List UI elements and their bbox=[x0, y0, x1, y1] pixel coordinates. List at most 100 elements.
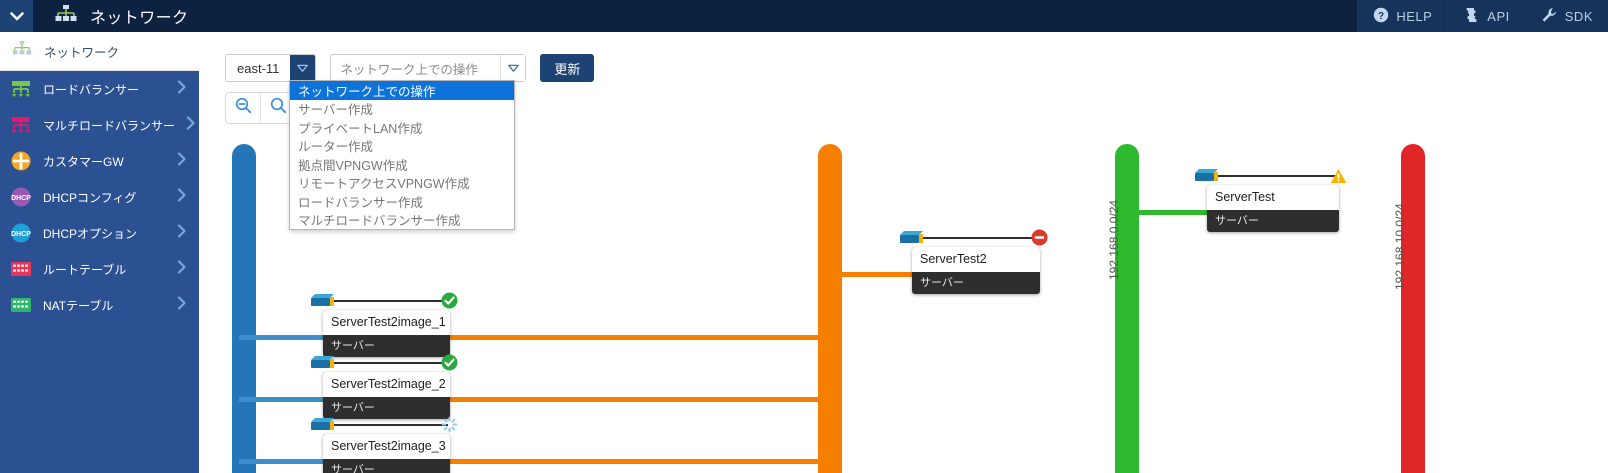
node-type: サーバー bbox=[331, 340, 375, 352]
vlan-bar-orange[interactable] bbox=[818, 144, 842, 473]
wrench-icon bbox=[1541, 7, 1558, 26]
sdk-button[interactable]: SDK bbox=[1524, 0, 1608, 32]
sidebar-item-label: マルチロードバランサー bbox=[43, 118, 176, 133]
dhcp-option-icon: DHCP bbox=[10, 222, 32, 244]
server-icon bbox=[310, 293, 336, 309]
node-title: ServerTest2image_1 bbox=[323, 310, 450, 335]
dropdown-option-7[interactable]: マルチロードバランサー作成 bbox=[298, 214, 461, 229]
chevron-down-icon[interactable] bbox=[500, 55, 526, 81]
chevron-down-icon bbox=[8, 7, 26, 25]
node-connector-line bbox=[325, 424, 448, 426]
sidebar-collapse-toggle[interactable] bbox=[0, 0, 33, 32]
node-connector-line bbox=[1209, 175, 1337, 177]
sidebar-item-label: NATテーブル bbox=[43, 298, 114, 313]
spinner-icon bbox=[441, 416, 458, 433]
api-button[interactable]: API bbox=[1447, 0, 1525, 32]
page-title: ネットワーク bbox=[90, 10, 189, 27]
link-orange-4 bbox=[829, 272, 924, 277]
puzzle-piece-icon bbox=[1463, 7, 1480, 26]
multi-load-balancer-icon bbox=[10, 114, 32, 136]
node-server-test2image-1[interactable]: ServerTest2image_1 サーバー bbox=[311, 292, 458, 357]
node-title: ServerTest2image_3 bbox=[323, 434, 450, 459]
dhcp-config-icon: DHCP bbox=[10, 186, 32, 208]
sidebar-header[interactable]: ネットワーク bbox=[0, 32, 199, 71]
diagram-toolbar: east-11 ネットワーク上での操作 更新 bbox=[225, 54, 595, 82]
node-server-test2image-2[interactable]: ServerTest2image_2 サーバー bbox=[311, 354, 458, 419]
node-connector-line bbox=[325, 300, 448, 302]
sidebar-item-nat-table[interactable]: NATテーブル bbox=[0, 287, 199, 323]
network-icon bbox=[12, 40, 32, 63]
chevron-right-icon bbox=[177, 223, 187, 243]
stop-circle-icon bbox=[1031, 229, 1048, 246]
node-title: ServerTest2 bbox=[912, 247, 1040, 272]
vlan-bar-green[interactable] bbox=[1115, 144, 1139, 473]
dropdown-option-0[interactable]: ネットワーク上での操作 bbox=[290, 81, 514, 100]
sidebar-item-dhcp-config[interactable]: DHCP DHCPコンフィグ bbox=[0, 179, 199, 215]
server-icon bbox=[899, 230, 925, 246]
sidebar-item-label: ルートテーブル bbox=[43, 262, 127, 277]
operation-select[interactable]: ネットワーク上での操作 bbox=[330, 54, 527, 82]
dropdown-option-5[interactable]: リモートアクセスVPNGW作成 bbox=[298, 177, 470, 192]
customer-gateway-icon bbox=[10, 150, 32, 172]
sidebar-header-label: ネットワーク bbox=[44, 45, 120, 60]
header-spacer bbox=[188, 0, 1357, 32]
dropdown-option-4[interactable]: 拠点間VPNGW作成 bbox=[298, 158, 408, 173]
svg-text:?: ? bbox=[1378, 11, 1384, 22]
chevron-down-icon[interactable] bbox=[290, 55, 316, 81]
node-type: サーバー bbox=[331, 402, 375, 414]
link-green-1 bbox=[1124, 210, 1219, 215]
update-button[interactable]: 更新 bbox=[540, 54, 595, 82]
server-icon bbox=[310, 355, 336, 371]
node-server-test2image-3[interactable]: ServerTest2image_3 サーバー bbox=[311, 416, 458, 473]
app-header: ネットワーク ? HELP API SDK bbox=[0, 0, 1608, 32]
chevron-right-icon bbox=[177, 79, 187, 99]
help-button-label: HELP bbox=[1396, 8, 1433, 24]
network-diagram-canvas[interactable]: 192.168.0.0/24 192.168.10.0/24 ServerTes… bbox=[199, 32, 1608, 473]
node-connector-line bbox=[325, 362, 448, 364]
sidebar-item-load-balancer[interactable]: ロードバランサー bbox=[0, 71, 199, 107]
region-select-value: east-11 bbox=[237, 60, 280, 76]
chevron-right-icon bbox=[177, 151, 187, 171]
chevron-right-icon bbox=[177, 187, 187, 207]
vlan-bar-red[interactable] bbox=[1401, 144, 1425, 473]
help-button[interactable]: ? HELP bbox=[1357, 0, 1448, 32]
zoom-in-icon bbox=[270, 97, 287, 119]
operation-dropdown-menu[interactable]: ネットワーク上での操作 サーバー作成 プライベートLAN作成 ルーター作成 拠点… bbox=[289, 80, 515, 230]
dropdown-option-1[interactable]: サーバー作成 bbox=[298, 103, 373, 118]
sidebar-item-route-table[interactable]: ルートテーブル bbox=[0, 251, 199, 287]
main-content: 192.168.0.0/24 192.168.10.0/24 ServerTes… bbox=[199, 32, 1608, 473]
dropdown-option-3[interactable]: ルーター作成 bbox=[298, 140, 374, 155]
sidebar-item-multi-load-balancer[interactable]: マルチロードバランサー bbox=[0, 107, 199, 143]
dropdown-option-6[interactable]: ロードバランサー作成 bbox=[298, 195, 424, 210]
dropdown-option-2[interactable]: プライベートLAN作成 bbox=[298, 121, 423, 136]
link-orange-3 bbox=[449, 459, 829, 464]
server-icon bbox=[310, 417, 336, 433]
sidebar-item-label: DHCPコンフィグ bbox=[43, 190, 137, 205]
link-blue-3 bbox=[239, 459, 331, 464]
zoom-out-button[interactable] bbox=[226, 93, 261, 123]
route-table-icon bbox=[10, 258, 32, 280]
sdk-button-label: SDK bbox=[1564, 8, 1593, 24]
server-icon bbox=[1194, 168, 1220, 184]
node-type: サーバー bbox=[331, 464, 375, 473]
node-type: サーバー bbox=[920, 277, 964, 289]
chevron-right-icon bbox=[177, 259, 187, 279]
node-title: ServerTest bbox=[1207, 185, 1339, 210]
sidebar-item-dhcp-option[interactable]: DHCP DHCPオプション bbox=[0, 215, 199, 251]
link-blue-1 bbox=[239, 335, 331, 340]
sidebar-item-customer-gw[interactable]: カスタマーGW bbox=[0, 143, 199, 179]
region-select[interactable]: east-11 bbox=[225, 54, 317, 82]
link-orange-1 bbox=[449, 335, 829, 340]
load-balancer-icon bbox=[10, 78, 32, 100]
update-button-label: 更新 bbox=[554, 61, 581, 77]
zoom-out-icon bbox=[235, 97, 252, 119]
link-blue-2 bbox=[239, 397, 331, 402]
chevron-right-icon bbox=[186, 115, 196, 135]
sidebar: ネットワーク ロードバランサー マルチロードバランサー カスタマーGW DHCP bbox=[0, 32, 199, 473]
node-server-test2[interactable]: ServerTest2 サーバー bbox=[900, 229, 1048, 294]
node-server-test[interactable]: ServerTest サーバー bbox=[1195, 169, 1347, 232]
svg-text:DHCP: DHCP bbox=[11, 231, 31, 238]
app-title-group: ネットワーク bbox=[33, 0, 188, 32]
warning-triangle-icon bbox=[1330, 168, 1347, 185]
vlan-bar-blue[interactable] bbox=[232, 144, 256, 473]
